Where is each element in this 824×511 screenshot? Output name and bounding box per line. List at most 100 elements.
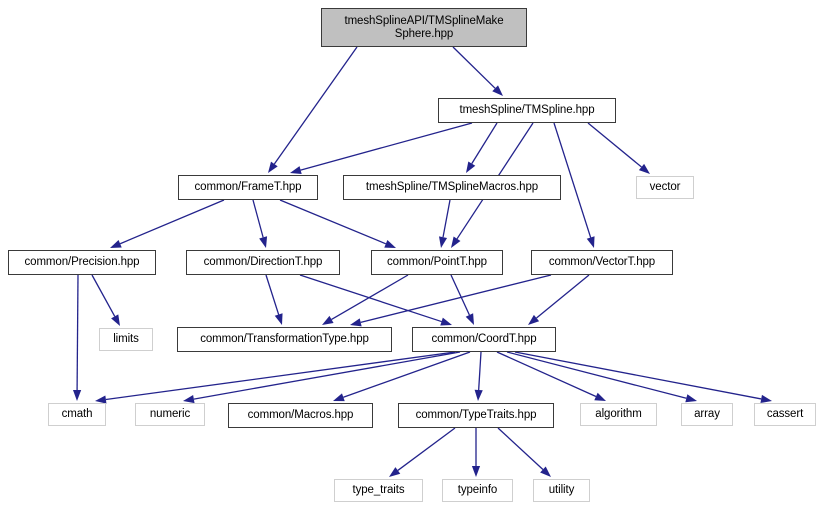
- arrowhead-icon: [586, 236, 595, 248]
- edge-typetraits-to-typetraits2: [389, 427, 456, 477]
- graph-node-label: common/FrameT.hpp: [194, 181, 302, 193]
- graph-node-label: common/Macros.hpp: [247, 409, 354, 421]
- edge-coordt-to-numeric: [183, 351, 461, 404]
- graph-node-label: common/PointT.hpp: [387, 256, 487, 268]
- graph-node-label: common/TransformationType.hpp: [200, 333, 369, 345]
- arrowhead-icon: [333, 393, 345, 402]
- edge-typetraits-to-utility: [497, 427, 551, 477]
- arrowhead-icon: [451, 236, 461, 248]
- edge-framet-to-precision: [110, 199, 225, 248]
- graph-node-typetraits2[interactable]: type_traits: [334, 479, 423, 502]
- graph-node-label: cassert: [766, 408, 804, 420]
- edge-root-to-framet: [268, 46, 358, 173]
- edge-root-to-tmspline: [452, 46, 503, 96]
- arrowhead-icon: [760, 394, 772, 403]
- graph-node-cmath[interactable]: cmath: [48, 403, 106, 426]
- graph-node-array[interactable]: array: [681, 403, 733, 426]
- graph-node-label: numeric: [149, 408, 191, 420]
- arrowhead-icon: [183, 395, 195, 404]
- arrowhead-icon: [268, 161, 278, 173]
- graph-node-framet[interactable]: common/FrameT.hpp: [178, 175, 318, 200]
- edge-coordt-to-macros: [333, 351, 471, 402]
- edge-precision-to-limits: [91, 274, 120, 326]
- edge-typetraits-to-typeinfo: [471, 428, 481, 477]
- graph-node-root[interactable]: tmeshSplineAPI/TMSplineMake Sphere.hpp: [321, 8, 527, 47]
- graph-node-precision[interactable]: common/Precision.hpp: [8, 250, 156, 275]
- arrowhead-icon: [72, 389, 82, 401]
- graph-node-label: utility: [548, 484, 575, 496]
- graph-node-typeinfo[interactable]: typeinfo: [442, 479, 513, 502]
- arrowhead-icon: [528, 314, 540, 325]
- graph-node-label: common/VectorT.hpp: [548, 256, 656, 268]
- arrowhead-icon: [95, 395, 107, 404]
- arrowhead-icon: [438, 236, 448, 248]
- edge-tmspline-to-tmsmacros: [466, 122, 498, 173]
- graph-node-vectort[interactable]: common/VectorT.hpp: [531, 250, 673, 275]
- graph-node-coordt[interactable]: common/CoordT.hpp: [412, 327, 556, 352]
- arrowhead-icon: [685, 394, 697, 403]
- graph-node-transftype[interactable]: common/TransformationType.hpp: [177, 327, 392, 352]
- edge-vectort-to-transftype: [350, 274, 552, 327]
- edge-coordt-to-array: [506, 351, 697, 403]
- graph-node-typetraits[interactable]: common/TypeTraits.hpp: [398, 403, 554, 428]
- graph-node-directiont[interactable]: common/DirectionT.hpp: [186, 250, 340, 275]
- graph-node-numeric[interactable]: numeric: [135, 403, 205, 426]
- arrowhead-icon: [290, 166, 302, 175]
- edge-tmspline-to-vector: [587, 122, 650, 174]
- graph-node-cassert[interactable]: cassert: [754, 403, 816, 426]
- arrowhead-icon: [492, 85, 503, 96]
- graph-node-tmsmacros[interactable]: tmeshSpline/TMSplineMacros.hpp: [343, 175, 561, 200]
- edge-precision-to-cmath: [72, 274, 82, 401]
- graph-node-label: typeinfo: [457, 484, 498, 496]
- arrowhead-icon: [466, 161, 476, 173]
- graph-node-label: tmeshSpline/TMSpline.hpp: [459, 104, 595, 116]
- edge-directiont-to-transftype: [265, 274, 283, 325]
- graph-node-tmspline[interactable]: tmeshSpline/TMSpline.hpp: [438, 98, 616, 123]
- arrowhead-icon: [384, 240, 396, 248]
- arrowhead-icon: [540, 466, 551, 477]
- arrowhead-icon: [322, 315, 334, 325]
- arrowhead-icon: [389, 467, 401, 477]
- edge-pointt-to-transftype: [322, 274, 409, 325]
- edge-coordt-to-typetraits: [474, 351, 483, 401]
- graph-node-utility[interactable]: utility: [533, 479, 590, 502]
- edge-coordt-to-algorithm: [496, 351, 606, 401]
- arrowhead-icon: [440, 317, 452, 326]
- edge-tmspline-to-vectort: [553, 122, 595, 248]
- graph-node-label: tmeshSplineAPI/TMSplineMake Sphere.hpp: [344, 14, 504, 40]
- arrowhead-icon: [474, 389, 483, 401]
- graph-node-label: vector: [649, 181, 681, 193]
- edge-vectort-to-coordt: [528, 274, 590, 325]
- graph-node-label: type_traits: [352, 484, 405, 496]
- edge-framet-to-directiont: [252, 199, 268, 248]
- graph-node-label: common/TypeTraits.hpp: [415, 409, 537, 421]
- arrowhead-icon: [110, 239, 122, 248]
- edge-framet-to-pointt: [279, 199, 396, 248]
- arrowhead-icon: [259, 236, 268, 248]
- graph-node-label: limits: [113, 333, 139, 345]
- edge-tmspline-to-framet: [290, 122, 473, 175]
- arrowhead-icon: [638, 163, 650, 174]
- edge-tmsmacros-to-pointt: [438, 199, 451, 248]
- edge-coordt-to-cmath: [95, 351, 456, 404]
- graph-node-label: cmath: [61, 408, 93, 420]
- arrowhead-icon: [274, 313, 283, 325]
- edge-pointt-to-coordt: [450, 274, 474, 325]
- arrowhead-icon: [471, 466, 481, 477]
- arrowhead-icon: [594, 392, 606, 401]
- graph-node-pointt[interactable]: common/PointT.hpp: [371, 250, 503, 275]
- graph-node-label: common/CoordT.hpp: [431, 333, 537, 345]
- graph-node-limits[interactable]: limits: [99, 328, 153, 351]
- edge-directiont-to-coordt: [299, 274, 452, 326]
- graph-node-algorithm[interactable]: algorithm: [580, 403, 657, 426]
- arrowhead-icon: [111, 314, 120, 326]
- graph-node-macros[interactable]: common/Macros.hpp: [228, 403, 373, 428]
- graph-node-label: array: [694, 408, 720, 420]
- arrowhead-icon: [350, 318, 362, 327]
- graph-node-label: algorithm: [595, 408, 642, 420]
- graph-node-label: tmeshSpline/TMSplineMacros.hpp: [365, 181, 539, 193]
- graph-node-vector[interactable]: vector: [636, 176, 694, 199]
- graph-node-label: common/DirectionT.hpp: [203, 256, 323, 268]
- graph-node-label: common/Precision.hpp: [24, 256, 140, 268]
